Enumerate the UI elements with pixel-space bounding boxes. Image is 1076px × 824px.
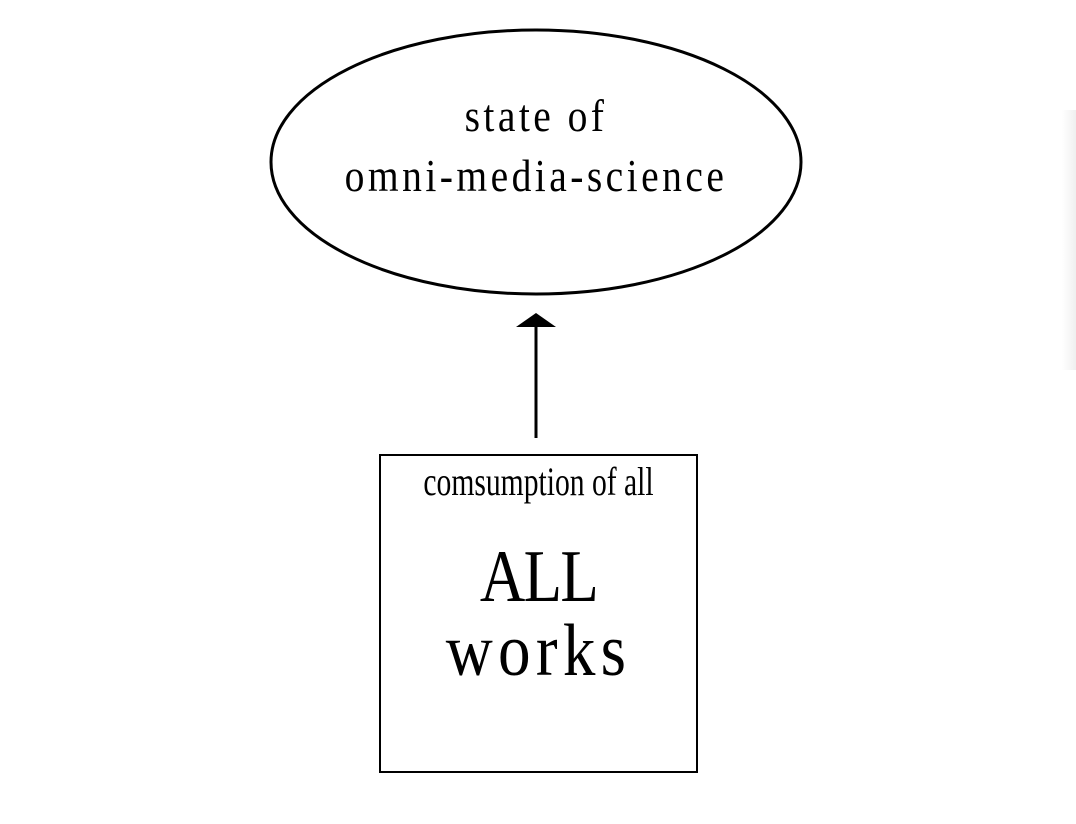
box-node-line1: ALL	[479, 536, 599, 618]
box-node-label: ALL works	[380, 540, 697, 688]
edge-shadow	[1062, 110, 1076, 370]
box-node-shape	[379, 454, 698, 773]
edge-arrowhead	[516, 313, 556, 327]
ellipse-node-line2: omni-media-science	[344, 150, 728, 201]
ellipse-node-line1: state of	[464, 90, 608, 141]
ellipse-node-label: state of omni-media-science	[309, 86, 763, 206]
ellipse-node-shape	[269, 28, 803, 296]
box-node-caption: comsumption of all	[423, 459, 654, 504]
box-node-line2: works	[445, 610, 632, 692]
